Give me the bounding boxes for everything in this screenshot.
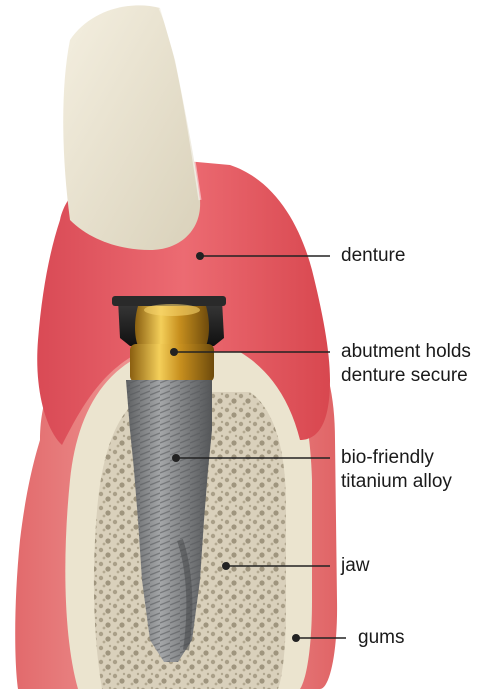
denture-dot <box>196 252 204 260</box>
abutment-top <box>144 304 200 316</box>
label-abutment-line2: denture secure <box>341 364 471 388</box>
gums-dot <box>292 634 300 642</box>
label-implant-line2: titanium alloy <box>341 470 452 494</box>
label-implant: bio-friendly titanium alloy <box>341 446 452 494</box>
label-implant-line1: bio-friendly <box>341 446 452 470</box>
label-denture: denture <box>341 244 405 268</box>
implant-dot <box>172 454 180 462</box>
label-jaw: jaw <box>341 554 370 578</box>
label-abutment-line1: abutment holds <box>341 340 471 364</box>
label-gums-line1: gums <box>358 626 404 650</box>
jaw-dot <box>222 562 230 570</box>
label-jaw-line1: jaw <box>341 554 370 578</box>
denture-tooth <box>63 5 200 250</box>
label-abutment: abutment holds denture secure <box>341 340 471 388</box>
label-denture-line1: denture <box>341 244 405 268</box>
label-gums: gums <box>358 626 404 650</box>
abutment-dot <box>170 348 178 356</box>
